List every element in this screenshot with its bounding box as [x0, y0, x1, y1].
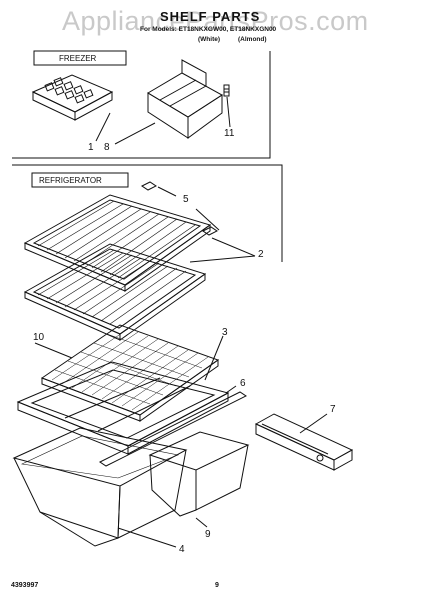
callout-7: 7 — [330, 404, 336, 415]
crisper-drawer-part-4 — [12, 427, 188, 547]
freezer-section-frame — [12, 50, 271, 159]
crisper-drawer-part-9 — [148, 431, 250, 517]
callout-11: 11 — [224, 128, 235, 139]
watermark: AppliancePartsPros.com — [62, 6, 369, 36]
wire-shelf-part-2-lower — [23, 243, 207, 341]
callout-5: 5 — [183, 194, 189, 205]
callout-1: 1 — [88, 142, 94, 153]
callout-3: 3 — [222, 327, 228, 338]
callout-10: 10 — [33, 332, 45, 343]
control-housing-part-7 — [254, 413, 354, 471]
ice-tray-part-1 — [31, 74, 114, 121]
diagram-title: SHELF PARTS — [160, 9, 261, 24]
footer-page-number: 9 — [215, 582, 219, 589]
wire-shelf-part-2-upper-rods — [37, 200, 196, 279]
refrigerator-section-frame — [12, 164, 283, 262]
model-numbers: For Models: ET18NKXGW00, ET18NKXGN00 — [140, 26, 277, 33]
refrigerator-section-label: REFRIGERATOR — [39, 176, 102, 185]
crisper-cover-glass-part-10-texture — [51, 328, 209, 411]
wire-shelf-part-2-upper — [23, 194, 212, 292]
variant-white: (White) — [198, 36, 221, 43]
crisper-rail-part-6 — [99, 391, 247, 467]
wire-shelf-part-2-lower-rods — [37, 249, 187, 325]
callout-4: 4 — [179, 544, 185, 555]
crisper-cover-frame-part-3 — [16, 361, 230, 455]
callout-2: 2 — [258, 249, 264, 260]
footer-part-number: 4393997 — [11, 582, 39, 589]
callout-8: 8 — [104, 142, 110, 153]
freezer-shelf-part-8 — [147, 59, 223, 139]
screw-part-11 — [223, 84, 230, 97]
variant-almond: (Almond) — [238, 36, 267, 43]
freezer-section-label: FREEZER — [59, 54, 97, 63]
crisper-cover-glass-part-10 — [40, 324, 220, 422]
callout-9: 9 — [205, 529, 211, 540]
callout-6: 6 — [240, 378, 246, 389]
